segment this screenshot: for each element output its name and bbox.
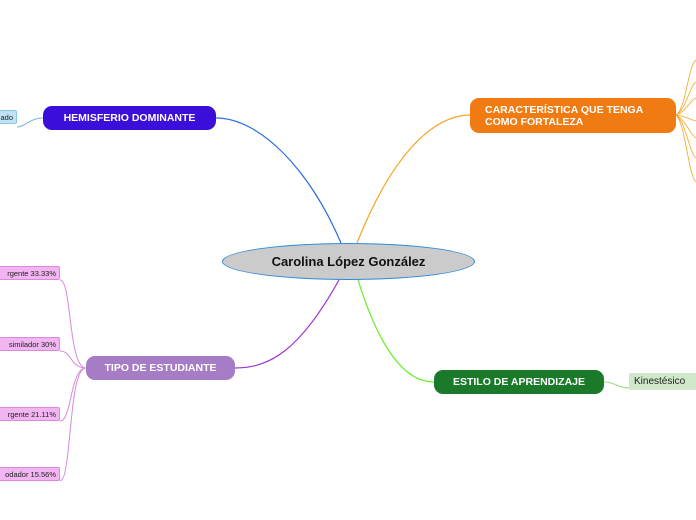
subtopic-hemisferio-label: ado [0,112,13,122]
link-tipo-sub-4 [59,367,87,482]
subtopic-kinestesico-label: Kinestésico [634,376,686,387]
link-tipo [234,279,340,369]
link-hemisferio [215,117,342,244]
subtopic-tipo-2[interactable]: similador 30% [0,337,60,351]
topic-tipo-de-estudiante[interactable]: TIPO DE ESTUDIANTE [86,356,235,380]
link-estilo [357,279,435,383]
link-tipo-sub-3 [59,367,87,422]
topic-caracteristica-label: CARACTERÍSTICA QUE TENGA COMO FORTALEZA [485,103,643,128]
subtopic-tipo-1[interactable]: rgente 33.33% [0,266,60,280]
link-estilo-sub [603,381,630,389]
topic-caracteristica-fortaleza[interactable]: CARACTERÍSTICA QUE TENGA COMO FORTALEZA [470,98,676,133]
subtopic-tipo-4-label: odador 15.56% [5,469,56,479]
subtopic-tipo-1-label: rgente 33.33% [7,268,56,278]
subtopic-tipo-3[interactable]: rgente 21.11% [0,407,60,421]
link-tipo-sub-2 [59,350,87,369]
caracteristica-fan [675,59,696,183]
subtopic-tipo-3-label: rgente 21.11% [7,409,56,419]
topic-hemisferio-label: HEMISFERIO DOMINANTE [63,112,196,124]
subtopic-hemisferio[interactable]: ado [0,110,17,124]
subtopic-tipo-2-label: similador 30% [8,339,56,349]
central-topic[interactable]: Carolina López González [222,243,475,280]
subtopic-kinestesico[interactable]: Kinestésico [629,373,696,390]
link-caracteristica [356,114,472,244]
central-topic-label: Carolina López González [271,254,426,269]
link-tipo-sub-1 [59,279,87,369]
topic-estilo-de-aprendizaje[interactable]: ESTILO DE APRENDIZAJE [434,370,604,394]
topic-hemisferio-dominante[interactable]: HEMISFERIO DOMINANTE [43,106,216,130]
topic-tipo-label: TIPO DE ESTUDIANTE [104,362,217,374]
subtopic-tipo-4[interactable]: odador 15.56% [0,467,60,481]
link-hemi-sub [16,117,44,128]
topic-estilo-label: ESTILO DE APRENDIZAJE [452,376,586,388]
